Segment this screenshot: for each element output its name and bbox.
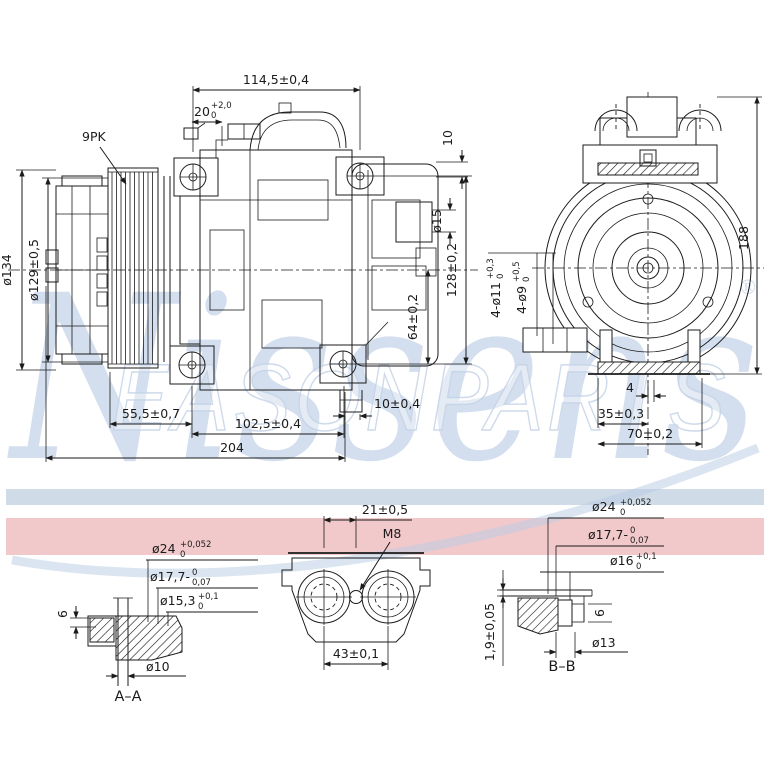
bb-d24-low: 0 xyxy=(620,508,625,518)
belt-type-label: 9PK xyxy=(82,129,106,144)
section-bb: ø24 +0,052 0 ø17,7- 0 0,07 ø16 +0,1 0 1,… xyxy=(482,498,664,675)
section-bb-caption: B–B xyxy=(548,659,575,675)
bb-d6: 6 xyxy=(592,609,607,617)
dim-pulley-pitch: ø129±0,5 xyxy=(26,239,41,301)
dim-holes-11-low: 0 xyxy=(496,274,506,279)
dim-width-top: 114,5±0,4 xyxy=(243,72,309,87)
dim-holes-11: 4-ø11 xyxy=(488,282,503,318)
aa-d10: ø10 xyxy=(146,659,170,674)
front-view-dimensions: 114,5±0,4 20 +2,0 0 10 ø15 128±0,2 64±0,… xyxy=(0,72,472,462)
dim-pulley-od: ø134 xyxy=(0,254,14,286)
ports-part xyxy=(281,552,431,643)
thread-m8-label: M8 xyxy=(383,526,402,541)
bb-d16-up: +0,1 xyxy=(636,552,657,562)
bb-d13: ø13 xyxy=(592,635,616,650)
top-bracket xyxy=(582,96,722,184)
dim-holes-11-up: +0,3 xyxy=(486,258,496,279)
dim-pulley-width: 55,5±0,7 xyxy=(122,406,180,421)
watermark-script: Nissens xyxy=(7,246,759,512)
pink-stripe xyxy=(6,518,764,555)
side-view: 188 4-ø11 +0,3 0 4-ø9 +0,5 0 4 35±0,3 70… xyxy=(486,92,764,455)
dim-foot-center: 35±0,3 xyxy=(598,406,644,421)
bb-d177-low: 0,07 xyxy=(630,536,649,546)
dim-conn-offset: 20 xyxy=(194,104,210,119)
blue-stripe xyxy=(6,489,764,505)
dim-port-pitch: 43±0,1 xyxy=(333,646,379,661)
aa-d177: ø17,7- xyxy=(150,569,190,584)
dim-step-4: 4 xyxy=(626,380,634,395)
dim-height-188: 188 xyxy=(736,226,751,250)
highlight-stripes xyxy=(6,489,764,555)
dim-holes-9-up: +0,5 xyxy=(512,261,522,282)
dim-conn-offset-low: 0 xyxy=(211,111,216,121)
dim-conn-offset-up: +2,0 xyxy=(211,101,232,111)
dim-foot-span: 70±0,2 xyxy=(627,426,673,441)
front-view: 114,5±0,4 20 +2,0 0 10 ø15 128±0,2 64±0,… xyxy=(0,72,478,462)
aa-d24-up: +0,052 xyxy=(180,540,211,550)
bb-d177-up: 0 xyxy=(630,526,635,536)
dim-overall-length: 204 xyxy=(220,440,244,455)
side-view-dimensions: 188 4-ø11 +0,3 0 4-ø9 +0,5 0 4 35±0,3 70… xyxy=(486,96,762,448)
bb-d24: ø24 xyxy=(592,499,616,514)
aa-d24: ø24 xyxy=(152,541,176,556)
compressor-body xyxy=(169,102,439,413)
section-bb-part xyxy=(500,589,593,635)
aa-d6: 6 xyxy=(55,610,70,618)
section-aa-caption: A–A xyxy=(114,689,141,705)
section-aa: ø24 +0,052 0 ø17,7- 0 0,07 ø15,3 +0,1 0 … xyxy=(55,540,258,705)
dim-ear-span-h: 102,5±0,4 xyxy=(235,416,301,431)
pulley-grooves xyxy=(107,167,201,369)
bb-d16: ø16 xyxy=(610,553,634,568)
ports-dimensions: 21±0,5 M8 43±0,1 xyxy=(323,502,412,670)
aa-d24-low: 0 xyxy=(180,550,185,560)
bottom-feet xyxy=(522,327,710,375)
bb-d16-low: 0 xyxy=(636,562,641,572)
dim-foot-step: 10±0,4 xyxy=(374,396,420,411)
bb-d24-up: +0,052 xyxy=(620,498,651,508)
dim-center-to-ear: 64±0,2 xyxy=(405,294,420,340)
dim-holes-9-low: 0 xyxy=(522,277,532,282)
section-aa-part xyxy=(87,597,183,686)
aa-d153-up: +0,1 xyxy=(198,592,219,602)
aa-d177-low: 0,07 xyxy=(192,578,211,588)
section-bb-dimensions: ø24 +0,052 0 ø17,7- 0 0,07 ø16 +0,1 0 1,… xyxy=(482,498,664,675)
registered-mark: ® xyxy=(738,275,758,299)
dim-holes-9: 4-ø9 xyxy=(514,286,529,314)
bb-plate-thickness: 1,9±0,05 xyxy=(482,603,497,661)
dim-port-dia: ø15 xyxy=(429,209,444,233)
bb-d177: ø17,7- xyxy=(588,527,628,542)
aa-d153: ø15,3 xyxy=(160,593,195,608)
section-aa-dimensions: ø24 +0,052 0 ø17,7- 0 0,07 ø15,3 +0,1 0 … xyxy=(55,540,258,705)
aa-d153-low: 0 xyxy=(198,602,203,612)
dim-top-step: 10 xyxy=(440,130,455,146)
aa-d177-up: 0 xyxy=(192,568,197,578)
dim-port-half-pitch: 21±0,5 xyxy=(362,502,408,517)
ports-detail: 21±0,5 M8 43±0,1 xyxy=(281,502,431,670)
dim-ear-span-v: 128±0,2 xyxy=(444,243,459,297)
